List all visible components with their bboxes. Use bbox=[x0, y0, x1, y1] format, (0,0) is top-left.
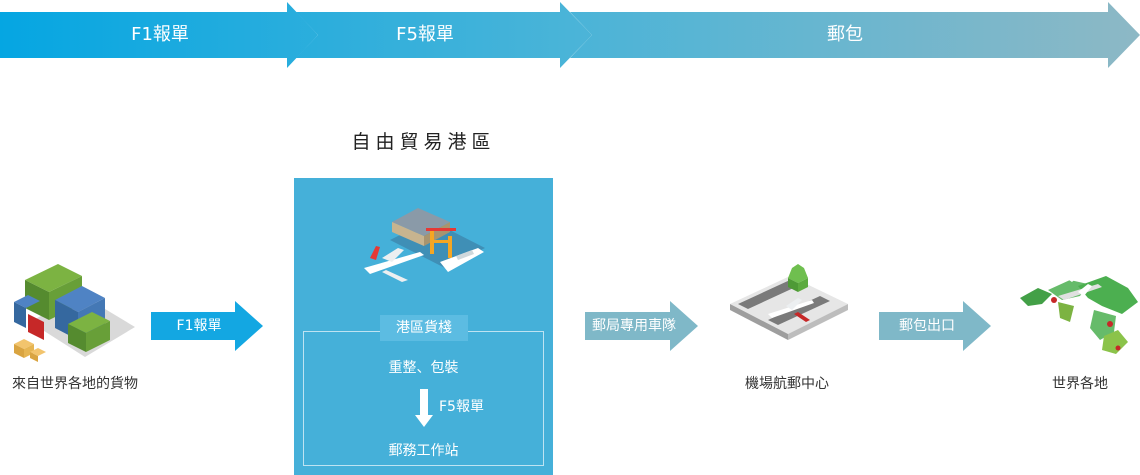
banner-stage-f1: F1報單 bbox=[131, 24, 189, 45]
process-banner bbox=[0, 2, 1140, 68]
ftz-title: 自由貿易港區 bbox=[351, 131, 496, 153]
ftz-arrow-label: F5報單 bbox=[439, 399, 484, 415]
ftz-step-repack: 重整、包裝 bbox=[388, 360, 459, 376]
arrow-f1 bbox=[151, 301, 263, 351]
origin-caption: 來自世界各地的貨物 bbox=[12, 376, 138, 392]
banner-chevron-f5 bbox=[296, 2, 592, 68]
arrow-postal-fleet bbox=[585, 301, 698, 351]
airport-caption: 機場航郵中心 bbox=[745, 376, 829, 392]
banner-chevron-f1 bbox=[0, 2, 318, 68]
arrow-parcel-export-label: 郵包出口 bbox=[899, 318, 955, 334]
ftz-step-postal-station: 郵務工作站 bbox=[388, 443, 459, 459]
banner-chevron-postal bbox=[570, 2, 1140, 68]
arrow-parcel-export bbox=[879, 301, 991, 351]
airport-icon bbox=[730, 264, 848, 340]
banner-stage-f5: F5報單 bbox=[396, 24, 454, 45]
arrow-f1-label: F1報單 bbox=[176, 318, 222, 334]
banner-stage-postal: 郵包 bbox=[827, 24, 863, 45]
world-caption: 世界各地 bbox=[1052, 376, 1108, 392]
arrow-postal-fleet-label: 郵局專用車隊 bbox=[592, 318, 676, 334]
port-warehouse-icon bbox=[364, 208, 485, 282]
world-map-icon bbox=[1020, 272, 1138, 354]
containers-icon bbox=[14, 264, 135, 362]
ftz-station-label: 港區貨棧 bbox=[380, 315, 468, 341]
down-arrow-icon bbox=[415, 389, 433, 427]
